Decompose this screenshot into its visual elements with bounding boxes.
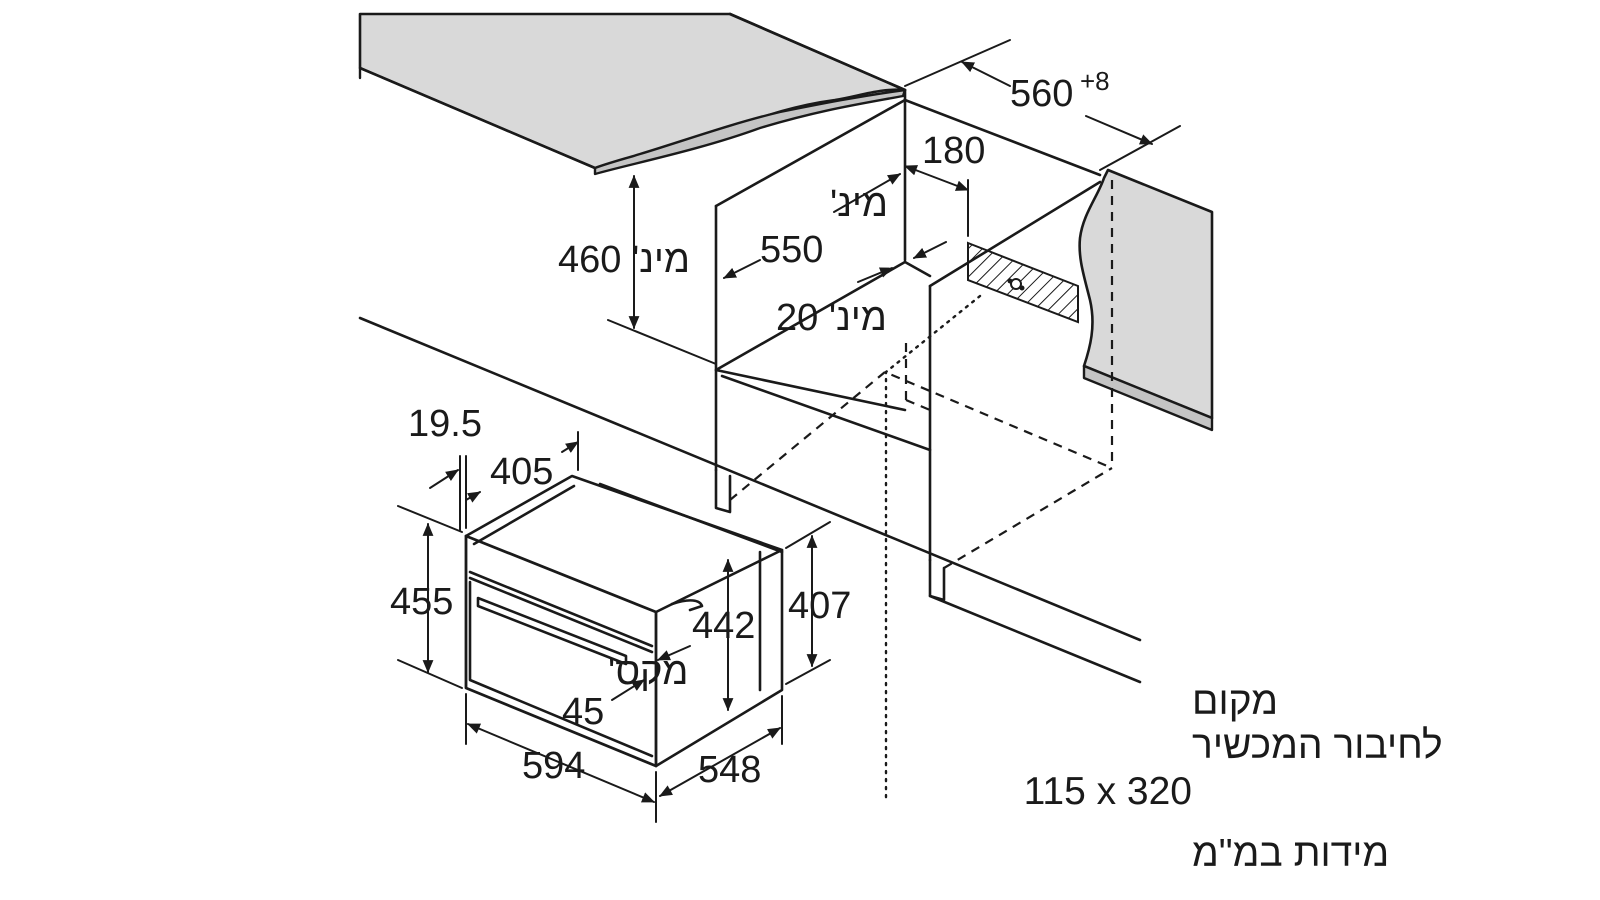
front-offset-label: 19.5 — [408, 403, 482, 445]
oven-depth-label: 548 — [698, 749, 761, 791]
countertop-left — [358, 12, 907, 176]
niche-depth-value: 550 — [760, 229, 823, 271]
side-gap-label: מינ' 20 — [776, 297, 887, 339]
niche-height-label: מינ' 460 — [558, 239, 690, 281]
oven-width-label: 594 — [522, 745, 585, 787]
side-height-label: 407 — [788, 585, 851, 627]
door-gap-prefix: מקס' — [608, 651, 688, 693]
connection-note-line3: 115 x 320 — [1024, 770, 1192, 813]
top-depth-label: 405 — [490, 451, 553, 493]
inner-height-label: 442 — [692, 605, 755, 647]
niche-width-tolerance-label: +8 — [1080, 66, 1110, 96]
connection-note-line2: לחיבור המכשיר — [1192, 724, 1443, 767]
niche-width-label: 560 — [1010, 73, 1073, 115]
oven-height-label: 455 — [390, 581, 453, 623]
dimension-lines — [397, 39, 1181, 823]
oven-appliance — [464, 474, 784, 768]
door-gap-value: 45 — [562, 691, 604, 733]
niche-depth-min-prefix: מינ' — [830, 183, 888, 225]
rear-gap-label: 180 — [922, 130, 985, 172]
connection-note-line1: מקום — [1192, 680, 1278, 723]
countertop-right — [1078, 168, 1214, 432]
units-note: מידות במ"מ — [1192, 832, 1389, 875]
cabinet-niche — [358, 88, 1142, 802]
